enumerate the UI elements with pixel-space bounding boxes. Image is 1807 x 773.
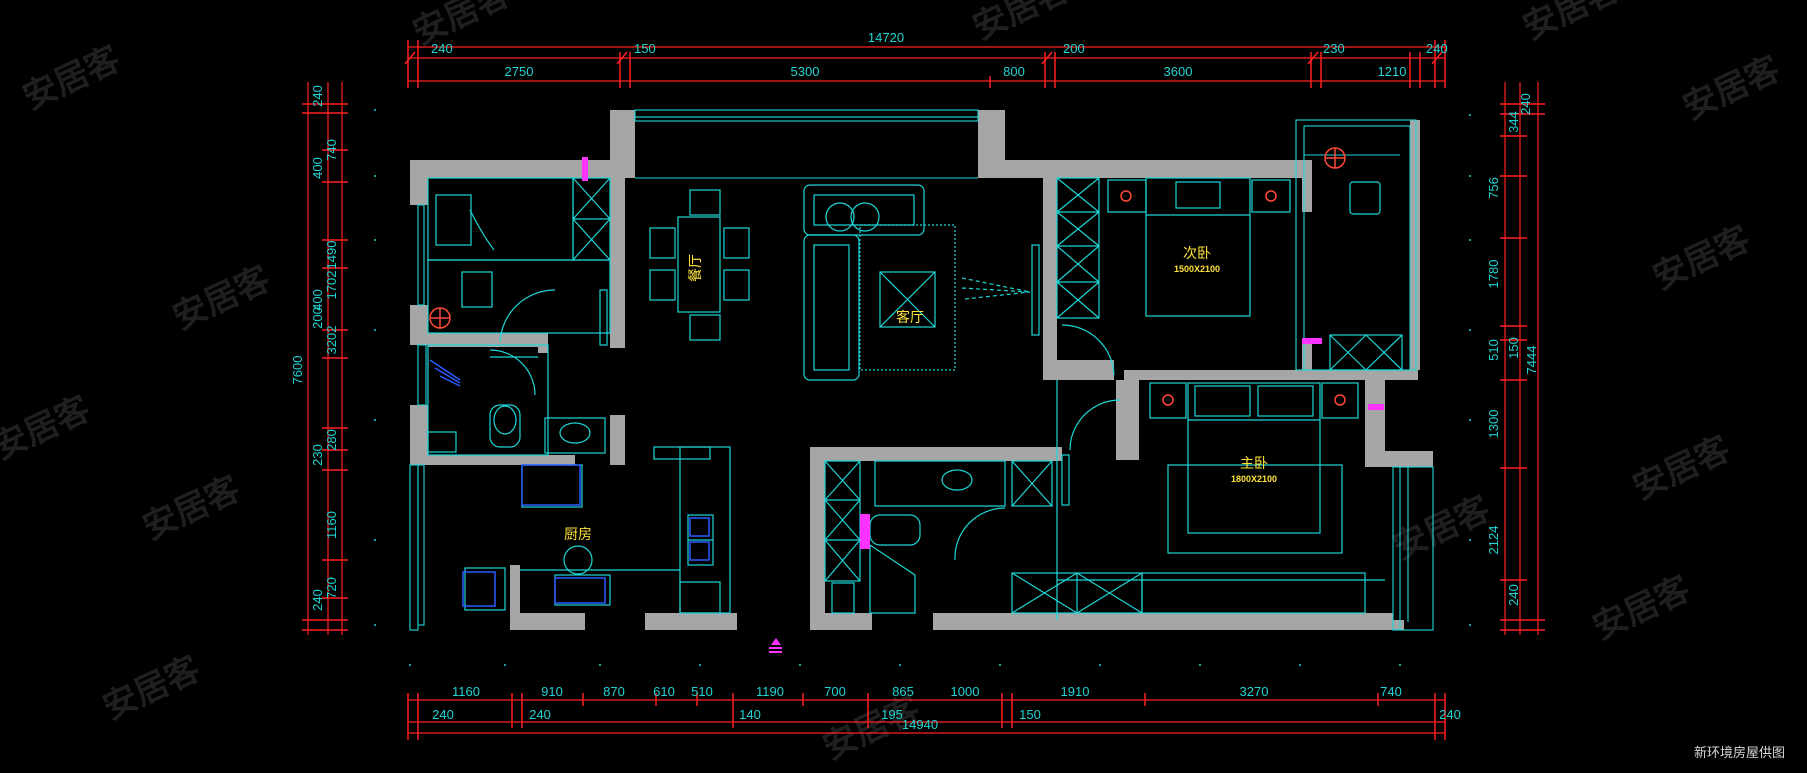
dim-left: 1160: [324, 511, 339, 539]
watermark: 安居客: [167, 259, 276, 338]
dim-top: 200: [1063, 41, 1085, 56]
room-label-second-bedroom: 次卧: [1183, 246, 1211, 262]
room-labels: 餐厅 客厅 次卧 1500X2100 主卧 1800X2100 厨房: [564, 246, 1277, 543]
axis-markers: [374, 109, 1471, 666]
dim-left-total: 7600: [290, 356, 305, 385]
room-label-master-bedroom: 主卧: [1240, 456, 1268, 472]
dim-bottom: 240: [529, 707, 551, 722]
watermark: 安居客: [407, 0, 516, 53]
dim-bottom: 1910: [1061, 684, 1090, 699]
room-label-living: 客厅: [896, 309, 924, 326]
dim-right: 344: [1506, 111, 1521, 133]
dimension-labels: 14720 240 150 200 230 240 2750 5300 800 …: [290, 30, 1539, 732]
dim-right: 510: [1486, 339, 1501, 361]
watermark: 安居客: [967, 0, 1076, 48]
dim-right: 240: [1518, 93, 1533, 115]
watermark: 安居客: [1647, 219, 1756, 298]
dim-left: 720: [324, 577, 339, 599]
dim-bottom: 610: [653, 684, 675, 699]
watermark: 安居客: [137, 469, 246, 548]
dim-top: 2750: [505, 64, 534, 79]
dim-left: 240: [310, 85, 325, 107]
walls: [410, 110, 1433, 630]
dim-top: 230: [1323, 41, 1345, 56]
dim-top-total: 14720: [868, 30, 904, 45]
dim-right: 756: [1486, 177, 1501, 199]
dim-bottom: 3270: [1240, 684, 1269, 699]
bed-size-master: 1800X2100: [1231, 474, 1277, 484]
watermark: 安居客: [1587, 569, 1696, 648]
furniture: [427, 177, 1403, 620]
dim-right-total: 7444: [1524, 346, 1539, 375]
dim-left: 400: [310, 289, 325, 311]
dim-left: 3202: [324, 326, 339, 355]
dim-bottom: 150: [1019, 707, 1041, 722]
dim-top: 240: [1426, 41, 1448, 56]
room-label-dining: 餐厅: [688, 254, 704, 282]
dim-left: 1702: [324, 271, 339, 300]
dim-left: 230: [310, 444, 325, 466]
dim-top: 150: [634, 41, 656, 56]
accent-markers: [582, 157, 1384, 653]
room-label-kitchen: 厨房: [564, 527, 592, 543]
dim-bottom-total: 14940: [902, 717, 938, 732]
dim-right: 150: [1506, 337, 1521, 359]
dim-right: 2124: [1486, 526, 1501, 555]
dim-bottom: 870: [603, 684, 625, 699]
dim-left: 280: [324, 429, 339, 451]
dim-left: 1490: [324, 241, 339, 270]
dim-bottom: 1000: [951, 684, 980, 699]
watermark: 安居客: [1387, 489, 1496, 568]
dim-top: 800: [1003, 64, 1025, 79]
dim-bottom: 140: [739, 707, 761, 722]
dim-left: 400: [310, 157, 325, 179]
dim-bottom: 740: [1380, 684, 1402, 699]
bed-size-second: 1500X2100: [1174, 264, 1220, 274]
dim-right: 240: [1506, 584, 1521, 606]
dim-bottom: 865: [892, 684, 914, 699]
dim-bottom: 240: [1439, 707, 1461, 722]
dim-right: 1300: [1486, 410, 1501, 439]
dim-right: 1780: [1486, 260, 1501, 289]
dim-top: 3600: [1164, 64, 1193, 79]
light-fixtures: [429, 147, 1346, 406]
watermark: 安居客: [1517, 0, 1626, 48]
dim-bottom: 910: [541, 684, 563, 699]
watermark: 安居客: [1627, 429, 1736, 508]
dim-top: 1210: [1378, 64, 1407, 79]
dim-bottom: 1160: [452, 684, 480, 699]
dimension-lines: [302, 40, 1545, 740]
dim-bottom: 510: [691, 684, 713, 699]
dim-bottom: 700: [824, 684, 846, 699]
dim-bottom: 240: [432, 707, 454, 722]
dim-left: 240: [310, 589, 325, 611]
watermark: 安居客: [97, 649, 206, 728]
dim-top: 5300: [791, 64, 820, 79]
watermark: 安居客: [17, 39, 126, 118]
dim-bottom: 1190: [756, 684, 784, 699]
dim-left: 740: [324, 139, 339, 161]
plumbing-fixtures: [429, 359, 710, 607]
image-caption: 新环境房屋供图: [1693, 746, 1785, 761]
dim-left: 200: [310, 307, 325, 329]
dim-bottom: 195: [881, 707, 903, 722]
watermark: 安居客: [1677, 49, 1786, 128]
dim-top: 240: [431, 41, 453, 56]
watermark: 安居客: [0, 389, 96, 468]
